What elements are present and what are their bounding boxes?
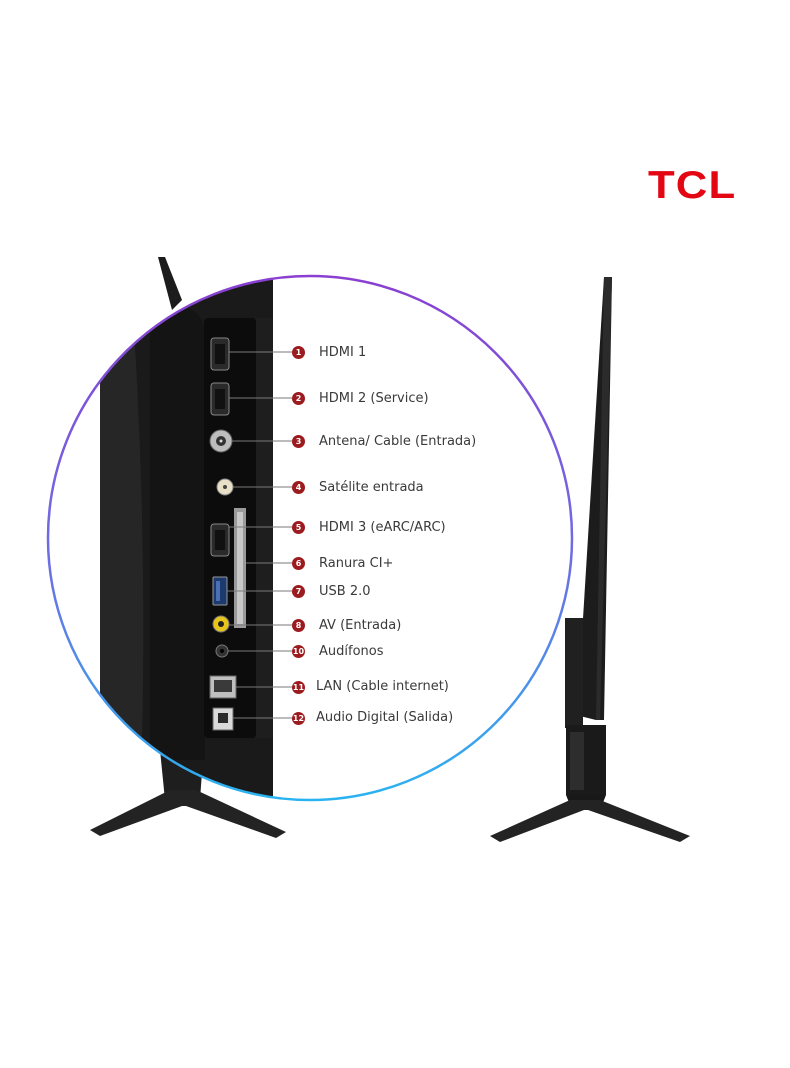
headphone-jack-icon bbox=[215, 644, 229, 658]
port-number-marker: 8 bbox=[292, 619, 305, 632]
port-label-usb: USB 2.0 bbox=[319, 584, 371, 599]
port-label-hdmi-3: HDMI 3 (eARC/ARC) bbox=[319, 520, 446, 535]
optical-port-icon bbox=[212, 707, 234, 731]
port-label-headphones: Audífonos bbox=[319, 644, 384, 659]
port-number-marker: 4 bbox=[292, 481, 305, 494]
av-jack-icon bbox=[212, 615, 230, 633]
port-number-marker: 12 bbox=[292, 712, 305, 725]
port-number-marker: 3 bbox=[292, 435, 305, 448]
port-number-marker: 11 bbox=[292, 681, 305, 694]
port-number-marker: 6 bbox=[292, 557, 305, 570]
port-label-antenna: Antena/ Cable (Entrada) bbox=[319, 434, 477, 449]
tcl-logo: TCL bbox=[648, 164, 737, 207]
satellite-connector-icon bbox=[216, 478, 234, 496]
port-label-hdmi-2: HDMI 2 (Service) bbox=[319, 391, 429, 406]
leader-lines bbox=[227, 351, 292, 719]
hdmi-port-icon bbox=[210, 337, 230, 371]
port-label-hdmi-1: HDMI 1 bbox=[319, 345, 367, 360]
port-label-satellite: Satélite entrada bbox=[319, 480, 424, 495]
antenna-coax-icon bbox=[209, 429, 233, 453]
zoom-ring bbox=[46, 274, 574, 802]
hdmi-port-icon bbox=[210, 523, 230, 557]
port-number-marker: 5 bbox=[292, 521, 305, 534]
zoomed-port-panel bbox=[48, 276, 572, 800]
port-number-marker: 7 bbox=[292, 585, 305, 598]
port-label-ci-slot: Ranura CI+ bbox=[319, 556, 394, 571]
port-label-digital-audio: Audio Digital (Salida) bbox=[316, 710, 454, 725]
port-number-marker: 10 bbox=[292, 645, 305, 658]
port-number-marker: 1 bbox=[292, 346, 305, 359]
ethernet-port-icon bbox=[209, 675, 237, 699]
usb-port-icon bbox=[212, 576, 228, 606]
port-label-av: AV (Entrada) bbox=[319, 618, 402, 633]
left-tv-top-edge bbox=[158, 257, 182, 310]
right-tv-side-view bbox=[490, 277, 690, 842]
ci-slot-icon bbox=[234, 508, 246, 628]
port-number-marker: 2 bbox=[292, 392, 305, 405]
port-label-lan: LAN (Cable internet) bbox=[316, 679, 449, 694]
hdmi-port-icon bbox=[210, 382, 230, 416]
